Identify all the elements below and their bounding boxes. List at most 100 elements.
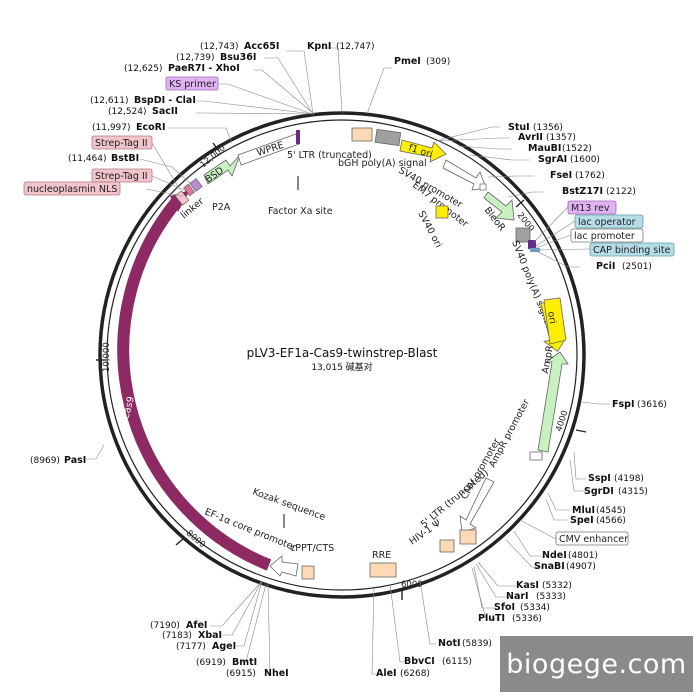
m13-rev-tag: M13 rev	[567, 200, 617, 215]
ampr-promoter-label: AmpR promoter	[487, 398, 532, 470]
rre-label: RRE	[372, 550, 391, 561]
site-pos: (4566)	[596, 516, 626, 526]
site-name: SgrAI	[538, 154, 567, 165]
site-name: BstBI	[111, 153, 139, 164]
site-pos: (309)	[426, 57, 450, 67]
cap-site-tag: CAP binding site	[589, 242, 675, 257]
p2a-block	[189, 178, 203, 192]
site-name: BstZ17I	[562, 186, 603, 197]
lac-operator-tag: lac operator	[574, 214, 644, 229]
site-pos: (1600)	[570, 155, 600, 165]
site-pos: (7177)	[176, 642, 206, 652]
site-pos: (12,743)	[200, 42, 239, 52]
site-name: PmeI	[394, 56, 421, 67]
site-name: AgeI	[212, 641, 236, 652]
site-name: MauBI	[528, 143, 561, 154]
site-pos: (4315)	[618, 487, 648, 497]
nls-label: nucleoplasmin NLS	[27, 184, 117, 195]
cas9-arc	[117, 196, 272, 571]
site-pos: (6915)	[226, 669, 256, 679]
site-name: MluI	[572, 505, 595, 516]
nls-block	[174, 190, 190, 206]
bleor-arrow	[483, 191, 515, 221]
tick-mark	[212, 142, 220, 152]
site-name: AleI	[376, 668, 397, 679]
ampr-label: AmpR	[540, 344, 556, 374]
site-name: NotI	[438, 638, 461, 649]
cppt-block	[301, 565, 315, 580]
site-name: StuI	[508, 122, 530, 133]
site-name: PasI	[64, 455, 86, 466]
cmv-enhancer-tag: CMV enhancer	[555, 531, 629, 546]
site-pos: (2501)	[622, 262, 652, 272]
plasmid-length: 13,015 碱基对	[311, 361, 372, 373]
ltr-marker	[296, 130, 300, 144]
wpre-label: WPRE	[256, 140, 286, 159]
site-pos: (1357)	[546, 133, 576, 143]
site-pos: (12,611)	[90, 96, 129, 106]
site-pos: (5839)	[462, 639, 492, 649]
site-pos: (4545)	[596, 506, 626, 516]
strep-tag-2: Strep-Tag II	[91, 168, 153, 183]
ori-label: ori	[545, 311, 558, 325]
em7-block	[479, 183, 487, 191]
ampr-arrow	[537, 351, 569, 453]
site-pos: (1522)	[562, 144, 592, 154]
bgh-block	[374, 128, 402, 147]
strep-tag-2-label: Strep-Tag II	[95, 171, 148, 182]
site-name: BmtI	[232, 657, 257, 668]
ks-primer-label: KS primer	[169, 79, 216, 90]
ori-block	[543, 297, 567, 345]
site-name: BspDI - ClaI	[134, 95, 196, 106]
site-name: XbaI	[198, 630, 222, 641]
site-pos: (12,739)	[176, 53, 215, 63]
tick-label-6000: 6000	[401, 580, 423, 590]
site-pos: (12,625)	[124, 64, 163, 74]
f1-ori-arrow	[399, 139, 447, 163]
site-name: PaeR7I - XhoI	[168, 63, 240, 74]
site-pos: (4198)	[614, 474, 644, 484]
tick-mark	[515, 199, 525, 208]
site-pos: (1356)	[533, 123, 563, 133]
site-name: AvrII	[518, 132, 543, 143]
cmv-enhancer-label: CMV enhancer	[559, 534, 628, 545]
site-pos: (5334)	[520, 603, 550, 613]
site-name: KpnI	[307, 41, 331, 52]
watermark-logo: biogege.com	[500, 636, 693, 692]
ltr-block	[351, 127, 373, 142]
site-name: SpeI	[570, 515, 594, 526]
site-name: FspI	[612, 399, 634, 410]
factor-xa-label: Factor Xa site	[268, 206, 333, 217]
site-pos: (11,464)	[68, 154, 107, 164]
site-name: FseI	[550, 170, 572, 181]
m13-rev-label: M13 rev	[571, 203, 610, 214]
bsd-arrow	[203, 154, 241, 185]
site-name: EcoRI	[136, 122, 166, 133]
site-pos: (2122)	[606, 187, 636, 197]
nls-tag: nucleoplasmin NLS	[23, 181, 121, 196]
tick-label-10000: 10,000	[102, 342, 112, 372]
m13-block	[528, 240, 536, 249]
sv40-promoter-arrow	[442, 159, 487, 191]
lac-promoter-tag: lac promoter	[570, 228, 644, 243]
site-name: AfeI	[186, 620, 207, 631]
ampr-promoter-block	[529, 451, 543, 461]
cppt-label: cPPT/CTS	[290, 543, 334, 554]
site-pos: (4801)	[568, 551, 598, 561]
site-pos: (4907)	[566, 562, 596, 572]
site-name: SgrDI	[584, 486, 614, 497]
site-pos: (5336)	[512, 614, 542, 624]
backbone-inner	[106, 119, 578, 591]
site-name: BbvCI	[404, 656, 435, 667]
site-pos: (12,747)	[336, 42, 375, 52]
site-name: NdeI	[542, 550, 567, 561]
site-name: Bsu36I	[220, 52, 256, 63]
strep-tag-1-label: Strep-Tag II	[95, 138, 148, 149]
site-name: SspI	[588, 473, 611, 484]
site-pos: (7183)	[162, 631, 192, 641]
lac-operator-label: lac operator	[578, 217, 636, 228]
rre-block	[369, 562, 397, 578]
tick-mark	[575, 429, 587, 433]
